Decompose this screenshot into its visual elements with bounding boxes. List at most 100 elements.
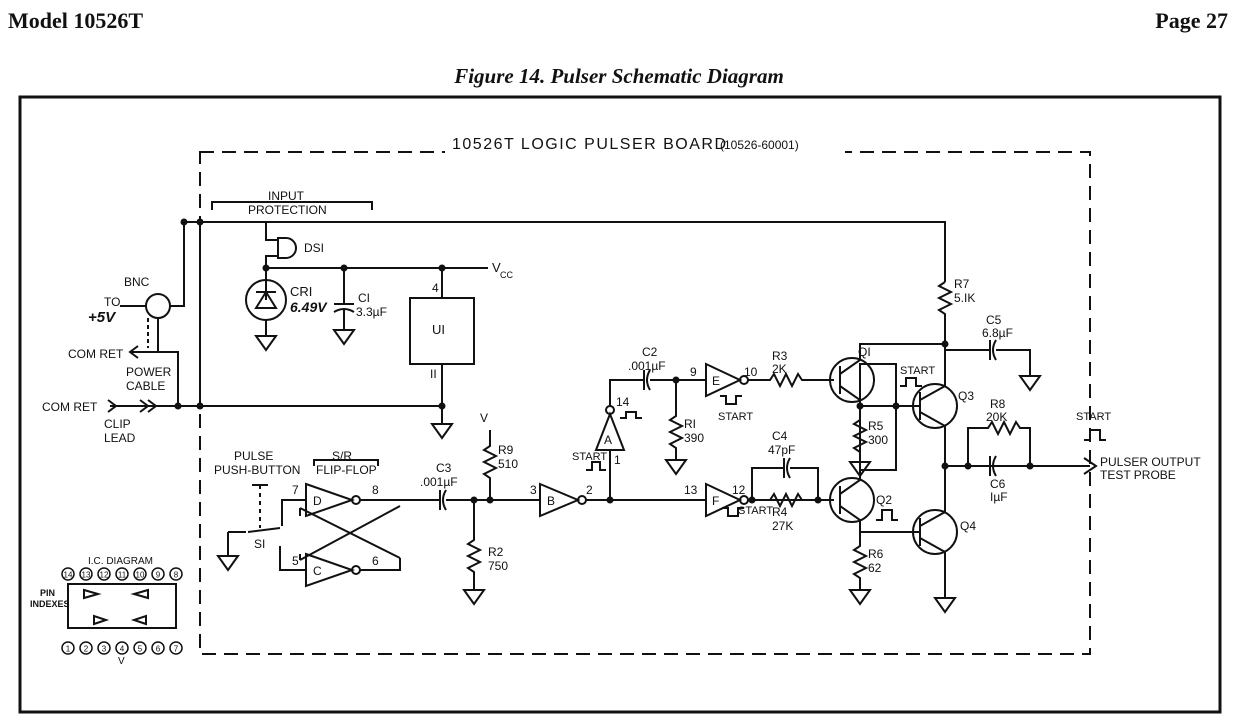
label-c4: C4 — [772, 429, 788, 443]
label-pin7: 7 — [292, 483, 299, 497]
ic-pin-number: 13 — [82, 571, 91, 580]
label-c5: C5 — [986, 313, 1002, 327]
label-c3-value: .001µF — [420, 475, 458, 489]
label-r2-value: 750 — [488, 559, 508, 573]
label-start-output: START — [1076, 411, 1111, 423]
label-start-f: START — [738, 505, 773, 517]
label-r5: R5 — [868, 419, 884, 433]
ic-pin-number: 4 — [120, 645, 125, 654]
label-u1-pin11: II — [430, 367, 437, 381]
ic-pin-bottom-3 — [115, 641, 129, 655]
label-com-ret-1: COM RET — [68, 347, 124, 361]
label-pin3: 3 — [530, 483, 537, 497]
header-page-number: Page 27 — [1155, 8, 1228, 33]
ic-pin-number: 10 — [136, 571, 145, 580]
label-pin13: 13 — [684, 483, 698, 497]
label-to: TO — [104, 295, 120, 309]
ic-pin-bottom-6 — [169, 641, 183, 655]
label-pin9: 9 — [690, 365, 697, 379]
label-c6: C6 — [990, 477, 1006, 491]
label-r5-value: 300 — [868, 433, 888, 447]
c3-symbol — [400, 489, 540, 511]
r4-resistor — [769, 491, 803, 509]
label-q4: Q4 — [960, 519, 976, 533]
ic-pin-number: 3 — [102, 645, 107, 654]
figure-title: Figure 14. Pulser Schematic Diagram — [454, 64, 784, 88]
label-r1: RI — [684, 417, 696, 431]
board-name: 10526T LOGIC PULSER BOARD — [452, 136, 728, 153]
gate-d — [305, 482, 356, 518]
c4-symbol — [751, 457, 819, 500]
label-com-ret-2: COM RET — [42, 400, 98, 414]
label-power: POWER — [126, 365, 172, 379]
label-gate-f: F — [712, 494, 719, 508]
label-c1-value: 3.3µF — [356, 305, 387, 319]
gate-b — [539, 482, 581, 518]
r8-resistor — [967, 419, 1031, 466]
ic-pin-bottom-5 — [151, 641, 165, 655]
r2-resistor — [465, 500, 483, 590]
label-pin1: 1 — [614, 453, 621, 467]
label-pulse: PULSE — [234, 449, 273, 463]
label-pin2: 2 — [586, 483, 593, 497]
ic-pin-top-5 — [151, 567, 165, 581]
label-q3: Q3 — [958, 389, 974, 403]
ic-pin-top-4 — [133, 567, 147, 581]
label-start-a: START — [572, 451, 607, 463]
label-r4: R4 — [772, 505, 788, 519]
cr1-zener — [254, 290, 278, 309]
label-plus5v: +5V — [88, 309, 117, 326]
label-gate-d: D — [313, 494, 322, 508]
label-r9-value: 510 — [498, 457, 518, 471]
label-bnc: BNC — [124, 275, 150, 289]
label-r7: R7 — [954, 277, 970, 291]
ic-pin-number: 8 — [174, 571, 179, 580]
c1-symbol — [333, 268, 355, 330]
label-gate-e: E — [712, 374, 720, 388]
c5-symbol — [945, 339, 1031, 376]
wire-plus5v-bus — [170, 221, 946, 307]
ic-pin-number: 5 — [138, 645, 143, 654]
label-r9: R9 — [498, 443, 514, 457]
label-pin14: 14 — [616, 395, 630, 409]
label-c4-value: 47pF — [768, 443, 795, 457]
label-r4-value: 27K — [772, 519, 793, 533]
label-c2: C2 — [642, 345, 658, 359]
flip-flop-cross — [299, 505, 401, 561]
outer-frame — [18, 95, 1222, 714]
header-model: Model 10526T — [8, 8, 144, 33]
label-c2-value: .001µF — [628, 359, 666, 373]
ic-pin-top-2 — [97, 567, 111, 581]
r3-resistor — [748, 371, 834, 389]
label-u1-pin4: 4 — [432, 281, 439, 295]
label-start-q3: START — [900, 365, 935, 377]
label-ic-vcc: V — [118, 656, 125, 667]
ic-pin-top-0 — [61, 567, 75, 581]
label-test-probe: TEST PROBE — [1100, 468, 1176, 482]
r6-resistor — [851, 532, 869, 590]
label-clip: CLIP — [104, 417, 131, 431]
ic-pin-number: 2 — [84, 645, 89, 654]
label-pin-indexes-1: PIN — [40, 588, 55, 598]
label-gate-c: C — [313, 564, 322, 578]
label-vcc: V — [492, 260, 501, 275]
label-vcc-sub: CC — [500, 270, 513, 280]
label-r8-value: 20K — [986, 410, 1007, 424]
label-input: INPUT — [268, 189, 305, 203]
label-r7-value: 5.IK — [954, 291, 975, 305]
label-flip-flop: FLIP-FLOP — [316, 463, 377, 477]
ic-pin-number: 11 — [118, 571, 127, 580]
ic-pin-top-6 — [169, 567, 183, 581]
label-r6-value: 62 — [868, 561, 882, 575]
label-r2: R2 — [488, 545, 504, 559]
ic-pin-bottom-1 — [79, 641, 93, 655]
ic-pin-number: 6 — [156, 645, 161, 654]
ic-pin-number: 9 — [156, 571, 161, 580]
label-start-e: START — [718, 411, 753, 423]
label-cr1: CRI — [290, 284, 312, 299]
ic-pin-number: 7 — [174, 645, 179, 654]
ic-pin-bottom-0 — [61, 641, 75, 655]
label-c3: C3 — [436, 461, 452, 475]
input-protection-brace — [211, 201, 373, 210]
